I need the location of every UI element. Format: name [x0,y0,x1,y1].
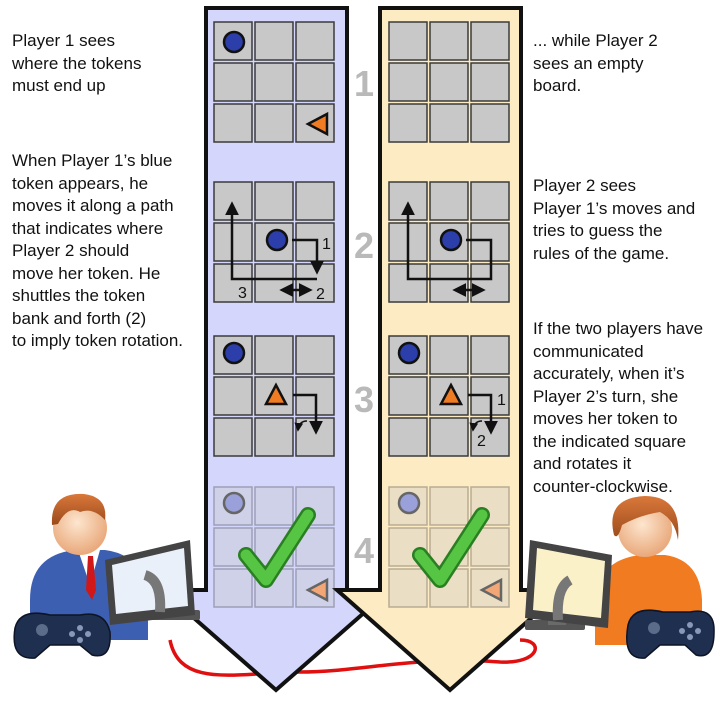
connecting-cable [168,638,537,677]
caption-player1-step2: When Player 1’s blue token appears, he m… [12,151,184,350]
step-number: 4 [354,530,374,571]
board-cell [470,181,510,221]
step-number: 2 [354,225,374,266]
board-cell [295,335,335,375]
move-path [401,201,493,281]
player-avatar [53,501,107,555]
rotate-arrow [469,420,483,432]
board-cell [254,417,294,457]
blue-circle-token [439,228,463,252]
board-cell [470,21,510,61]
board-cell [254,486,294,526]
board-cell [429,62,469,102]
blue-circle-token [397,341,421,365]
board-cell [429,263,469,303]
board-cell [388,62,428,102]
caption-player1-step1: Player 1 sees where the tokens must end … [12,31,142,95]
orange-triangle-token [305,111,329,137]
game-board [213,486,335,608]
player1-figure [13,493,200,659]
board-cell [429,103,469,143]
board-cell [388,417,428,457]
board-cell [254,181,294,221]
step-number: 3 [354,379,374,420]
board-cell [213,103,253,143]
board-cell [295,181,335,221]
board-cell [254,335,294,375]
board-cell [388,568,428,608]
board-cell [213,62,253,102]
board-cell [429,486,469,526]
game-board [213,21,335,143]
board-cell [429,335,469,375]
board-cell [388,21,428,61]
board-cell [213,376,253,416]
player2-figure [525,496,715,659]
gamepad [626,609,715,659]
move-path [293,393,323,435]
computer-monitor [105,540,200,625]
move-label: 2 [477,433,486,450]
board-cell [213,568,253,608]
step-number: 1 [354,63,374,104]
orange-triangle-token [438,382,464,406]
move-path [225,201,317,281]
board-cell [470,335,510,375]
move-label: 3 [238,285,247,302]
board-cell [470,62,510,102]
board-cell [213,21,253,61]
board-cell [470,103,510,143]
board-cell [254,103,294,143]
board-cell [213,417,253,457]
green-checkmark-icon [240,509,314,586]
game-board [388,21,510,143]
board-cell [295,263,335,303]
caption-player2-step2: Player 2 sees Player 1’s moves and tries… [533,176,696,263]
board-cell [429,181,469,221]
board-cell [254,21,294,61]
caption-player2-step1: ... while Player 2 sees an empty board. [533,31,658,95]
move-label: 2 [316,286,325,303]
orange-triangle-token [305,577,329,603]
green-checkmark-icon [414,509,488,586]
board-cell [295,21,335,61]
blue-circle-token [397,491,421,515]
orange-triangle-token [263,382,289,406]
board-cell [254,62,294,102]
move-label: 1 [322,236,331,253]
blue-circle-token [222,30,246,54]
board-cell [388,376,428,416]
orange-triangle-token [479,577,503,603]
board-cell [429,21,469,61]
move-path [468,393,498,435]
blue-circle-token [222,491,246,515]
move-path [292,238,324,275]
board-cell [388,103,428,143]
rotate-arrow [294,420,308,432]
board-cell [254,263,294,303]
gamepad [13,612,111,659]
board-cell [429,417,469,457]
blue-circle-token [222,341,246,365]
computer-monitor [525,540,612,630]
blue-circle-token [265,228,289,252]
board-cell [295,62,335,102]
caption-player2-step3: If the two players have communicated acc… [533,319,704,496]
move-label: 1 [497,392,506,409]
